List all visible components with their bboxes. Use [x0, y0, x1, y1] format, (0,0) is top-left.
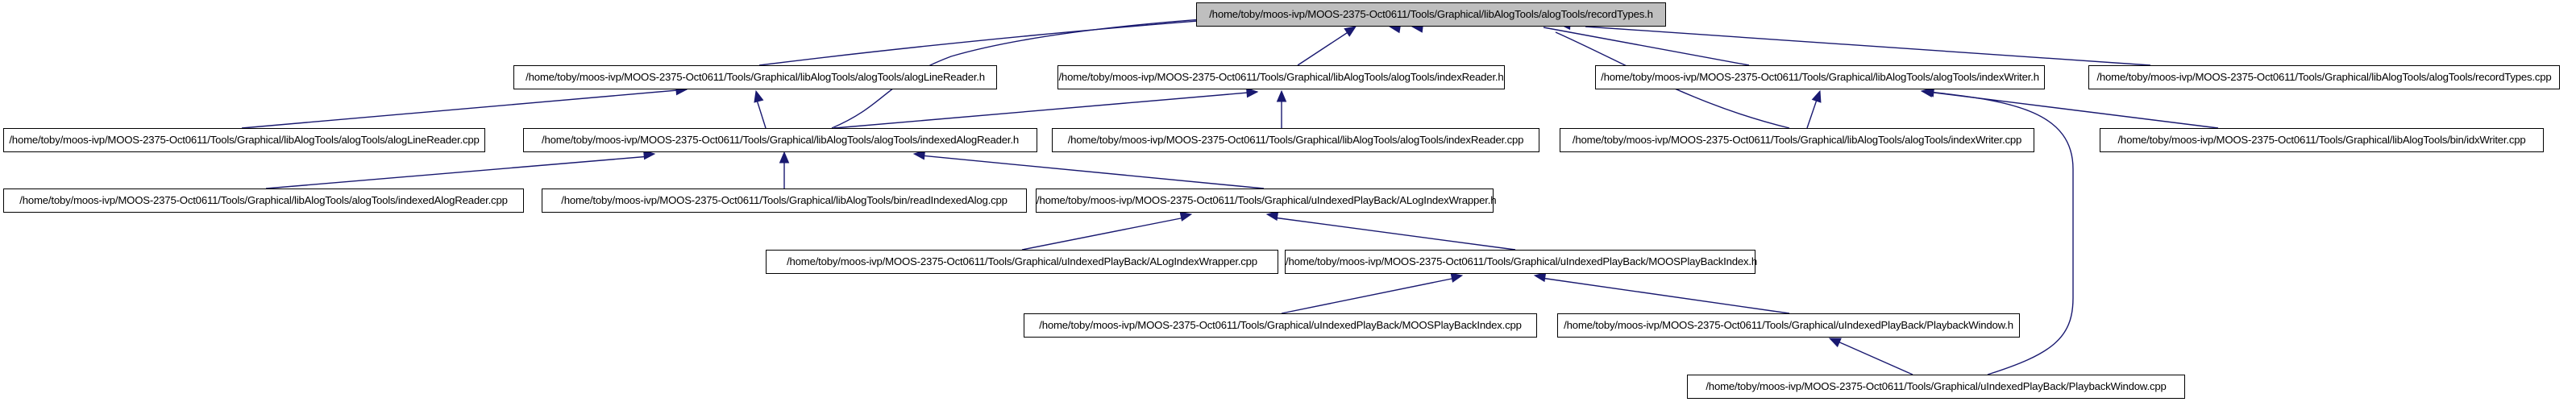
node-indexWriter-h[interactable]: /home/toby/moos-ivp/MOOS-2375-Oct0611/To… [1595, 65, 2045, 89]
node-idxWriter-cpp[interactable]: /home/toby/moos-ivp/MOOS-2375-Oct0611/To… [2100, 128, 2544, 152]
node-indexReader-cpp[interactable]: /home/toby/moos-ivp/MOOS-2375-Oct0611/To… [1052, 128, 1539, 152]
node-PlaybackWindow-cpp[interactable]: /home/toby/moos-ivp/MOOS-2375-Oct0611/To… [1687, 375, 2185, 399]
edge-indexedAlogReader_h-to-indexReader_h [833, 87, 1259, 129]
edge-indexReader_h-to-recordTypes_h [1297, 26, 1357, 66]
edge-indexReader_cpp-to-indexReader_h [1276, 89, 1287, 128]
edge-idxWriter_cpp-to-indexWriter_h [1920, 87, 2219, 129]
arrowhead-icon [1450, 272, 1464, 283]
edge-indexedAlogReader_cpp-to-indexedAlogReader_h [265, 149, 656, 189]
arrowhead-icon [1265, 210, 1279, 222]
arrowhead-icon [754, 89, 764, 103]
edge-line [1540, 277, 1790, 314]
node-MOOSPlayBackIndex-h[interactable]: /home/toby/moos-ivp/MOOS-2375-Oct0611/To… [1285, 250, 1757, 274]
edge-MOOSPlayBackIndex_cpp-to-MOOSPlayBackIndex_h [1281, 272, 1464, 314]
arrowhead-icon [779, 151, 790, 164]
arrowhead-icon [1828, 338, 1842, 348]
edge-MOOSPlayBackIndex_h-to-ALogIndexWrapper_h [1265, 210, 1516, 251]
node-alogLineReader-h[interactable]: /home/toby/moos-ivp/MOOS-2375-Oct0611/To… [513, 65, 997, 89]
edge-line [265, 155, 650, 189]
edge-line [1021, 217, 1186, 251]
edge-line [1927, 91, 2074, 375]
arrowhead-icon [1533, 271, 1547, 283]
edge-line [833, 91, 1258, 129]
edge-line [1543, 27, 1750, 66]
node-indexWriter-cpp[interactable]: /home/toby/moos-ivp/MOOS-2375-Oct0611/To… [1560, 128, 2034, 152]
arrowhead-icon [1811, 89, 1822, 103]
edge-line [1281, 277, 1456, 314]
edge-ALogIndexWrapper_cpp-to-ALogIndexWrapper_h [1021, 211, 1193, 251]
arrowhead-icon [1344, 26, 1357, 37]
node-indexedAlogReader-h[interactable]: /home/toby/moos-ivp/MOOS-2375-Oct0611/To… [523, 128, 1037, 152]
edge-line [1297, 27, 1355, 66]
edge-alogLineReader_cpp-to-alogLineReader_h [241, 85, 688, 129]
node-ALogIndexWrapper-h[interactable]: /home/toby/moos-ivp/MOOS-2375-Oct0611/To… [1036, 188, 1497, 213]
edge-indexWriter_cpp-to-indexWriter_h [1806, 89, 1822, 129]
node-MOOSPlayBackIndex-cpp[interactable]: /home/toby/moos-ivp/MOOS-2375-Oct0611/To… [1024, 313, 1537, 338]
node-indexedAlogReader-cpp[interactable]: /home/toby/moos-ivp/MOOS-2375-Oct0611/To… [3, 188, 524, 213]
edge-line [920, 155, 1265, 189]
edge-line [1273, 217, 1516, 251]
arrowhead-icon [1276, 89, 1287, 102]
node-recordTypes-h[interactable]: /home/toby/moos-ivp/MOOS-2375-Oct0611/To… [1196, 2, 1666, 27]
edge-ALogIndexWrapper_h-to-indexedAlogReader_h [912, 150, 1265, 189]
edge-indexedAlogReader_h-to-alogLineReader_h [754, 89, 767, 129]
node-alogLineReader-cpp[interactable]: /home/toby/moos-ivp/MOOS-2375-Oct0611/To… [3, 128, 485, 152]
edge-PlaybackWindow_h-to-MOOSPlayBackIndex_h [1533, 271, 1790, 314]
edge-line [1806, 97, 1818, 129]
edge-PlaybackWindow_cpp-to-PlaybackWindow_h [1828, 338, 1913, 375]
node-recordTypes-cpp[interactable]: /home/toby/moos-ivp/MOOS-2375-Oct0611/To… [2088, 65, 2560, 89]
edge-line [241, 89, 688, 129]
arrowhead-icon [1179, 211, 1193, 222]
node-PlaybackWindow-h[interactable]: /home/toby/moos-ivp/MOOS-2375-Oct0611/To… [1557, 313, 2020, 338]
edge-line [1835, 340, 1913, 375]
node-ALogIndexWrapper-cpp[interactable]: /home/toby/moos-ivp/MOOS-2375-Oct0611/To… [766, 250, 1278, 274]
edge-line [1585, 26, 2151, 66]
edge-line [755, 97, 767, 129]
node-readIndexedAlog-cpp[interactable]: /home/toby/moos-ivp/MOOS-2375-Oct0611/To… [542, 188, 1027, 213]
arrowhead-icon [1246, 87, 1259, 98]
edge-recordTypes_cpp-to-recordTypes_h [1558, 19, 2151, 66]
node-indexReader-h[interactable]: /home/toby/moos-ivp/MOOS-2375-Oct0611/To… [1057, 65, 1505, 89]
edge-readIndexedAlog_cpp-to-indexedAlogReader_h [779, 151, 790, 188]
